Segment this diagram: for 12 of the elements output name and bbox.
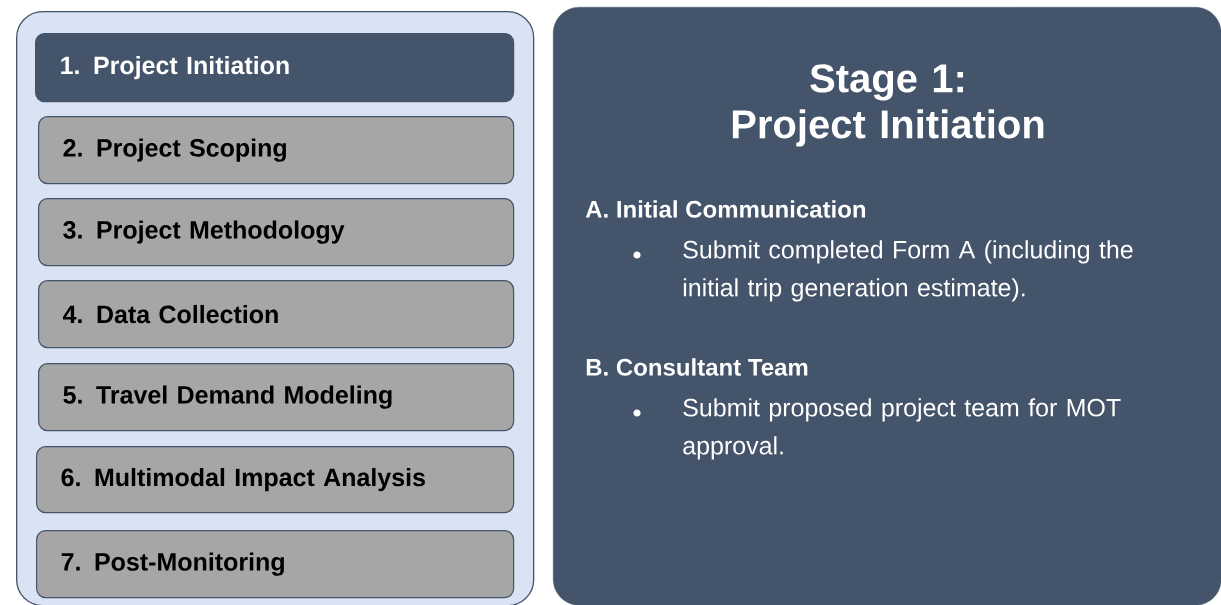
step-box: 3. Project Methodology bbox=[38, 198, 515, 267]
step-box: 5. Travel Demand Modeling bbox=[38, 363, 515, 432]
step-box: 7. Post-Monitoring bbox=[36, 530, 515, 599]
step-box: 2. Project Scoping bbox=[38, 116, 515, 185]
section-heading: B. Consultant Team bbox=[586, 358, 808, 376]
step-box: 4. Data Collection bbox=[38, 280, 515, 349]
step-box: 1. Project Initiation bbox=[35, 33, 515, 103]
bullet-text: Submit proposed project team for MOT approval. bbox=[683, 398, 1121, 460]
section-heading: A. Initial Communication bbox=[585, 200, 866, 218]
step-box: 6. Multimodal Impact Analysis bbox=[36, 446, 515, 514]
stage-title: Stage 1: Project Initiation bbox=[732, 64, 1044, 147]
bullet-text: Submit completed Form A (including the initial trip generation estimate). bbox=[683, 240, 1133, 302]
